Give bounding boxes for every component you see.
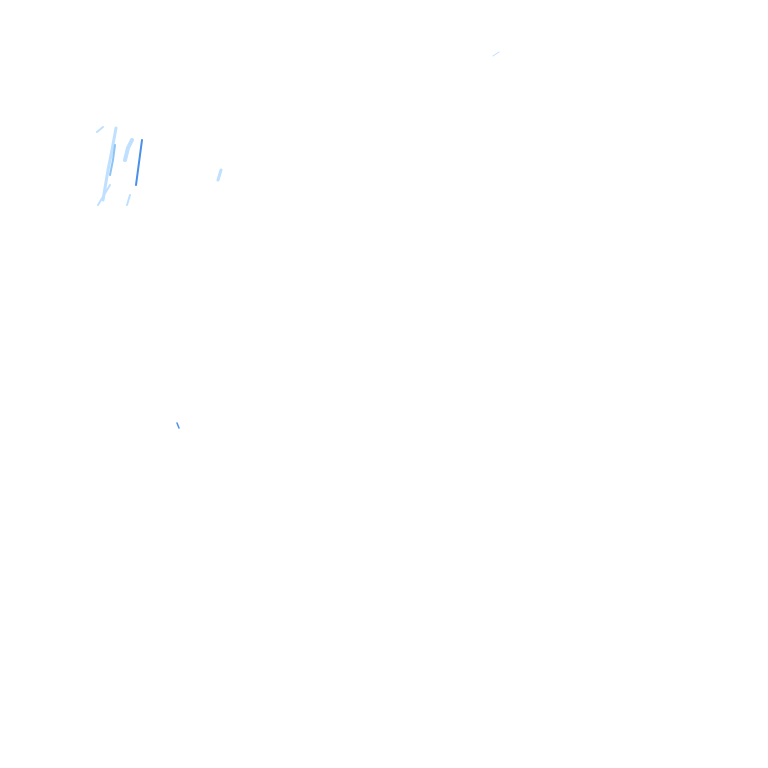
faint-stroke <box>109 144 116 176</box>
faint-stroke <box>97 184 111 206</box>
faint-stroke <box>216 168 223 182</box>
faint-stroke <box>96 126 104 133</box>
faint-stroke <box>101 126 118 202</box>
faint-stroke <box>176 422 180 429</box>
faint-stroke <box>492 51 500 57</box>
faint-stroke <box>123 138 134 162</box>
faint-stroke <box>126 194 131 206</box>
faint-stroke <box>135 139 143 186</box>
